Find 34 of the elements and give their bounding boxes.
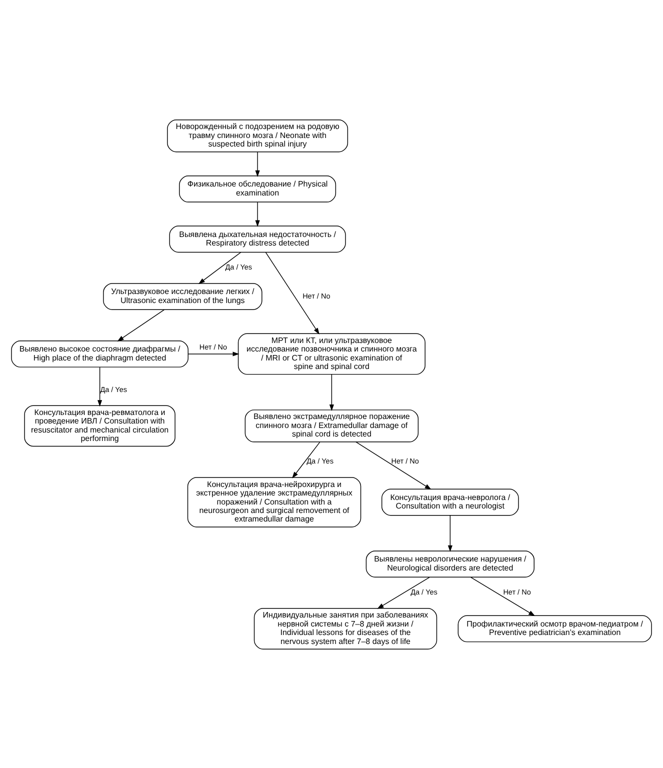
arrow: [265, 252, 320, 334]
node-box: Ультразвуковое исследование легких / Ultrasonic examination of the lungs: [103, 282, 262, 310]
node-box: Выявлено экстрамедуллярное поражение спинного мозга / Extramedullar damage of spinal cord is detected: [244, 409, 419, 442]
arrow: [448, 514, 452, 552]
node-box: Консультация врача-невролога / Consultation with a neurologist: [381, 488, 519, 516]
edge-label: Нет / No: [302, 290, 330, 300]
edge-label: Да / Yes: [306, 456, 334, 466]
node-box: Выявлено высокое состояние диафрагмы / High place of the diaphragm detected: [11, 340, 188, 367]
edge-label: Нет / No: [199, 342, 228, 352]
node-box: Индивидуальные занятия при заболеваниях нервной системы с 7–8 дней жизни / Individual lessons for diseases of the nervous system after 7–8 days of life: [254, 608, 438, 649]
node-box: Консультация врача-ревматолога и проведение ИВЛ / Consultation with resuscitator and mechanical circulation performing: [24, 404, 176, 446]
edge-label: Да / Yes: [410, 587, 438, 596]
node-box: Физикальное обследование / Physical examination: [179, 175, 336, 202]
arrow: [329, 373, 334, 410]
node-box: Новорожденный с подозрением на родовую травму спинного мозга / Neonate with suspected birth spinal injury: [167, 119, 348, 152]
node-box: МРТ или КТ, или ультразвуковое исследование позвоночника и спинного мозга / MRI or CT or ultrasonic examination of spine and spinal cord: [238, 332, 426, 374]
node-box: Выявлена дыхательная недостаточность / Respiratory distress detected: [169, 225, 346, 252]
edge-label: Нет / No: [391, 456, 419, 466]
arrow: [377, 576, 430, 608]
arrow: [292, 441, 320, 478]
node-box: Профилактический осмотр врачом-педиатром / Preventive pediatrician’s examination: [458, 614, 652, 642]
arrow: [188, 351, 240, 356]
arrow: [470, 576, 536, 616]
arrow: [98, 366, 102, 406]
arrow: [255, 151, 260, 176]
edge-label: Да / Yes: [100, 384, 128, 394]
arrow: [356, 441, 432, 490]
node-box: Консультация врача-нейрохирурга и экстренное удаление экстрамедуллярных поражений / Consultation with a neurosurgeon and surgical removement of extramedullar damage: [187, 476, 362, 527]
arrow: [255, 201, 260, 226]
edge-label: Нет / No: [503, 587, 531, 596]
arrow: [117, 308, 165, 341]
node-box: Выявлены неврологические нарушения / Neurological disorders are detected: [366, 550, 534, 577]
edge-label: Да / Yes: [225, 262, 252, 272]
arrow: [198, 251, 242, 284]
